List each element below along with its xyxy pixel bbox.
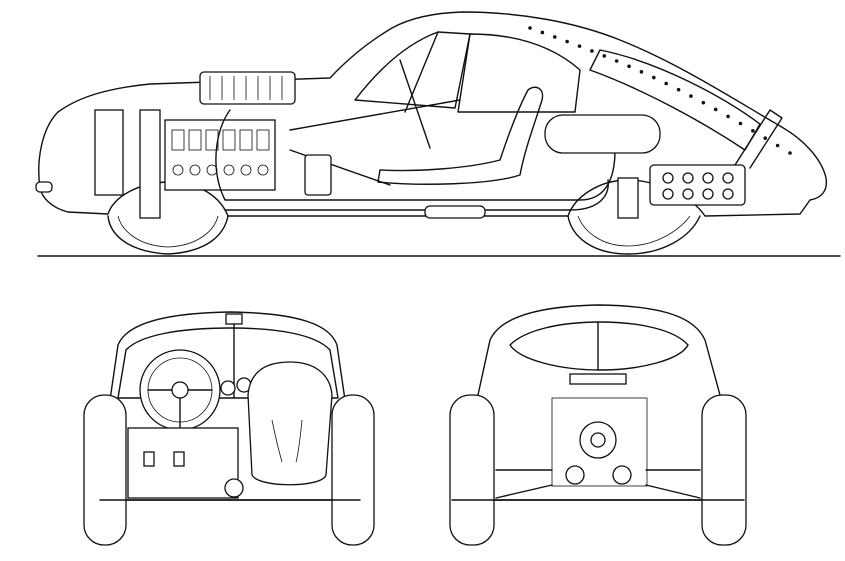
engine-details: [171, 129, 270, 176]
cylinder: [171, 129, 185, 151]
side-window: [354, 31, 471, 109]
exhaust-pipe: [224, 179, 609, 211]
rivet: [664, 81, 668, 86]
silencer: [424, 205, 486, 219]
front-windshield: [117, 327, 339, 399]
rear-window: [509, 321, 689, 371]
front-bumper: [35, 181, 53, 193]
rear-engine-pulley-inner: [590, 432, 606, 448]
steering-hub: [171, 381, 189, 399]
pedal-box-left: [143, 451, 155, 467]
front-right-tire: [331, 394, 375, 546]
rivet: [726, 114, 730, 119]
rivet: [676, 87, 681, 92]
radiator: [94, 109, 124, 196]
seat-contour: [271, 419, 303, 463]
gearbox-hole: [722, 172, 734, 184]
front-seat: [247, 361, 333, 486]
spark-plug: [172, 164, 184, 176]
front-shock: [139, 109, 161, 219]
pedal-box-right: [173, 451, 185, 467]
rivet: [528, 26, 532, 30]
rear-left-lower-arm: [495, 484, 553, 499]
rear-strut: [734, 109, 783, 169]
gearbox-hole: [662, 172, 674, 184]
side-cutaway-view: [35, 11, 841, 257]
rivet: [713, 107, 718, 112]
rivet: [565, 39, 569, 44]
rivet: [577, 44, 582, 48]
gearbox-hole: [722, 188, 734, 200]
gearbox-holes: [662, 172, 734, 200]
rear-gearbox: [649, 164, 746, 206]
rivet: [627, 64, 631, 69]
rear-aux-pulley: [565, 465, 585, 485]
rearview-mirror: [225, 313, 243, 325]
frame-tube: [215, 109, 616, 201]
rivet: [552, 35, 557, 39]
rivet: [788, 151, 792, 155]
rivet: [540, 30, 545, 35]
gearbox-hole: [682, 172, 694, 184]
cylinder: [222, 129, 236, 151]
air-intake: [199, 71, 296, 105]
chassis-tube-1: [289, 99, 461, 131]
intake-ribs: [209, 76, 283, 100]
rear-left-tire: [449, 394, 495, 546]
spark-plug: [223, 164, 235, 176]
spark-plug: [240, 164, 252, 176]
driver-seat: [377, 86, 544, 185]
spark-plug: [189, 164, 201, 176]
cylinder: [188, 129, 202, 151]
rear-aux-pulley: [612, 465, 632, 485]
rear-right-tire: [701, 394, 747, 546]
rivet: [639, 70, 644, 74]
rear-quarter-curve: [589, 49, 761, 151]
rear-wheel: [567, 215, 701, 255]
spark-plug: [257, 164, 269, 176]
rear-shock: [617, 177, 639, 219]
rivet: [738, 121, 743, 126]
gearbox-hole: [702, 172, 714, 184]
front-view: [83, 311, 375, 546]
cylinder: [256, 129, 270, 151]
steering-column: [399, 59, 431, 149]
rivet: [775, 143, 780, 148]
cylinder: [239, 129, 253, 151]
gearbox-hole: [662, 188, 674, 200]
rivet: [602, 54, 607, 58]
rivet: [763, 136, 768, 140]
roof-rivets: [528, 26, 792, 155]
rivet: [751, 129, 755, 133]
rear-engine-block: [551, 397, 648, 487]
rivet: [701, 100, 706, 105]
rear-quarter-window: [457, 33, 581, 113]
number-plate-lamp: [569, 373, 627, 385]
fuel-tank: [544, 114, 661, 154]
rivet: [590, 49, 594, 53]
oil-tank: [304, 154, 332, 196]
windshield-pillar: [404, 31, 439, 113]
gearbox-hole: [682, 188, 694, 200]
front-gear-knob: [224, 478, 244, 498]
gauge: [220, 380, 236, 396]
rivet: [652, 75, 656, 80]
gearbox-hole: [702, 188, 714, 200]
rear-right-lower-arm: [645, 484, 701, 499]
front-wheel: [107, 215, 229, 255]
rivet: [614, 59, 619, 63]
front-left-tire: [83, 394, 127, 546]
rear-view: [449, 304, 747, 546]
rivet: [689, 94, 693, 98]
